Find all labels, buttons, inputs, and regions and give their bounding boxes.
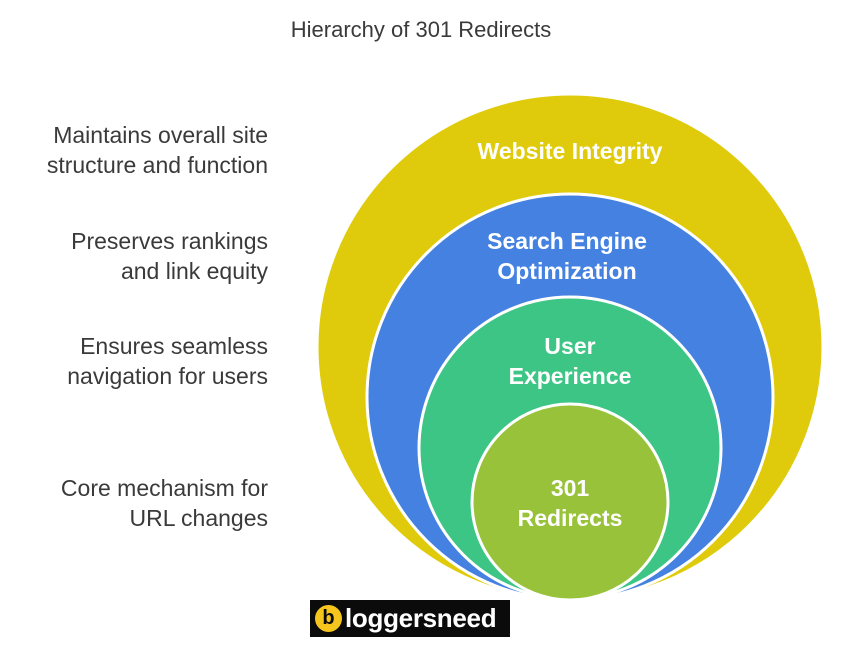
ring-301-redirects [470,402,670,602]
description-user-experience: Ensures seamless navigation for users [67,333,268,389]
label-301-redirects: 301 Redirects [517,475,623,531]
diagram-title: Hierarchy of 301 Redirects [290,17,552,42]
label-user-experience: User Experience [508,333,632,389]
description-301-redirects: Core mechanism for URL changes [60,475,268,531]
label-website-integrity: Website Integrity [477,138,663,164]
description-website-integrity: Maintains overall site structure and fun… [46,122,268,178]
description-search-engine-optimization: Preserves rankings and link equity [71,228,268,284]
logo-b-icon: b [315,605,342,632]
logo-text: loggersneed [345,603,497,633]
label-search-engine-optimization: Search Engine Optimization [487,228,647,284]
bloggersneed-logo: b loggersneed [310,600,510,637]
